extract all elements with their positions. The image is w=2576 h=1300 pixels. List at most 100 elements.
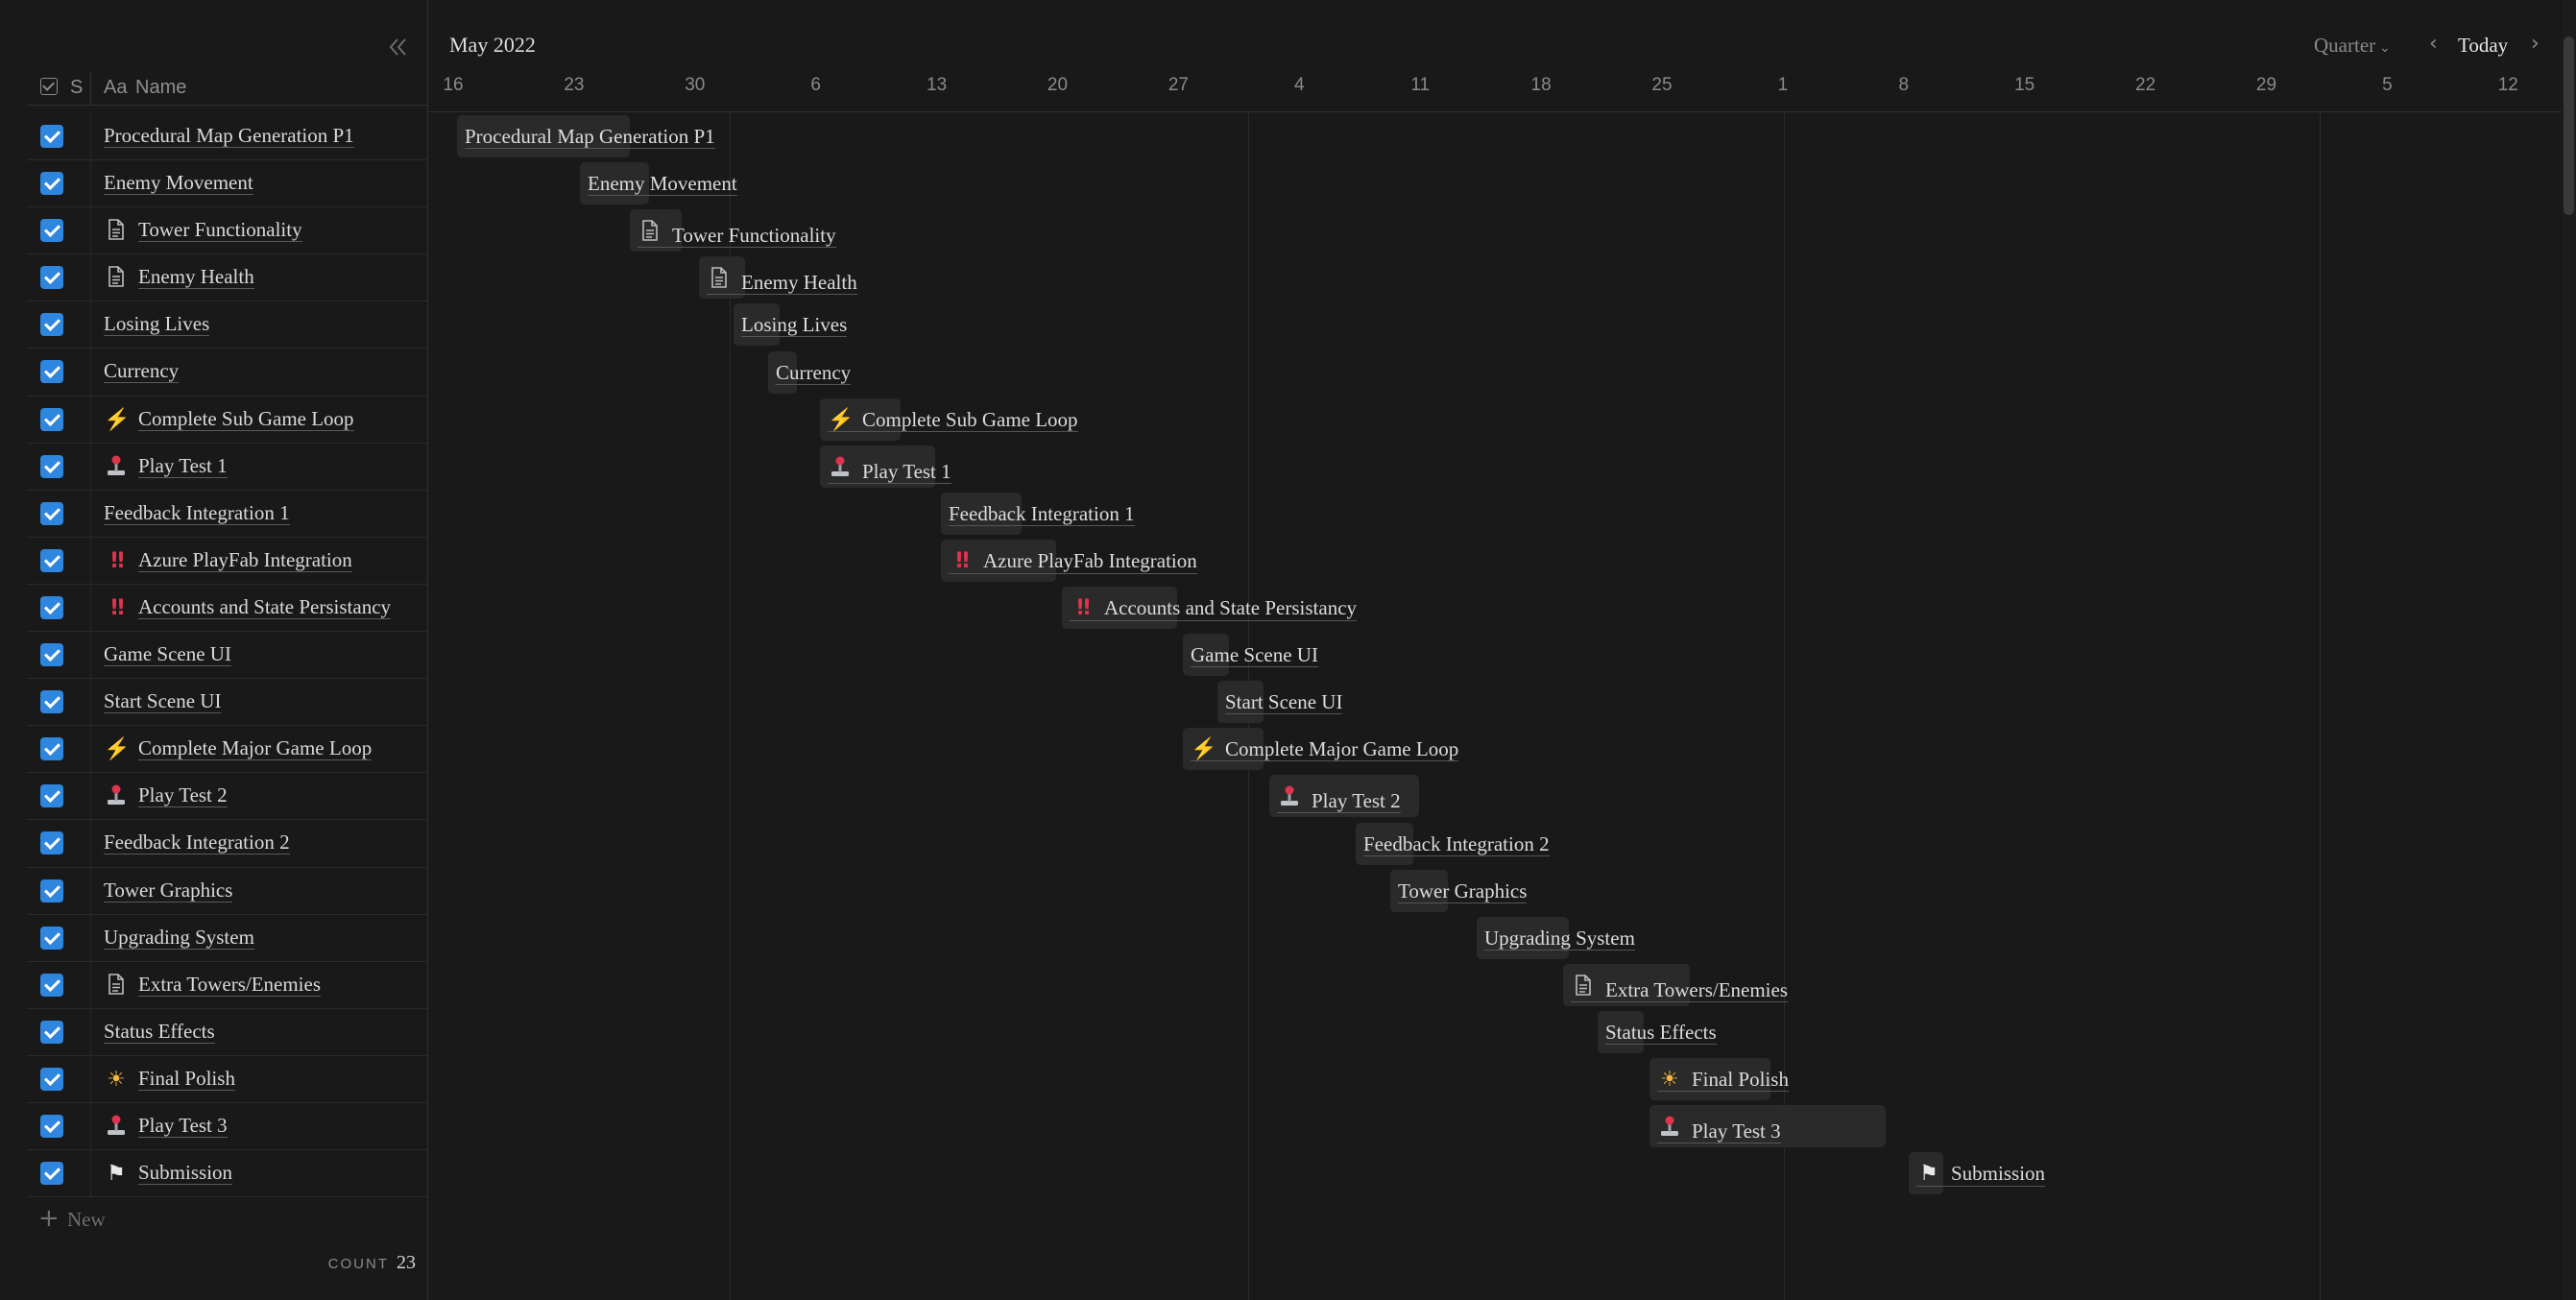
task-name[interactable]: Extra Towers/Enemies	[138, 972, 322, 997]
task-name[interactable]: Currency	[104, 359, 180, 384]
scrollbar-track[interactable]	[2562, 0, 2576, 1300]
timeline-bar-label[interactable]: !!Accounts and State Persistancy	[1070, 596, 1358, 621]
done-checkbox[interactable]	[40, 831, 63, 855]
status-column-header[interactable]: S	[70, 77, 84, 98]
task-name[interactable]: Status Effects	[104, 1019, 215, 1044]
timeline-bar[interactable]	[1390, 869, 1448, 912]
task-name[interactable]: Submission	[138, 1161, 233, 1186]
timeline-bar[interactable]	[768, 350, 797, 394]
timeline-bar[interactable]	[1909, 1152, 1943, 1195]
table-row[interactable]: Status Effects	[27, 1008, 427, 1056]
done-checkbox[interactable]	[40, 595, 63, 619]
task-name[interactable]: Losing Lives	[104, 312, 210, 337]
timeline-bar[interactable]	[1183, 634, 1229, 677]
table-row[interactable]: Feedback Integration 2	[27, 820, 427, 868]
new-row-button[interactable]: +New	[38, 1204, 106, 1233]
table-row[interactable]: !!Azure PlayFab Integration	[27, 537, 427, 585]
table-row[interactable]: Play Test 1	[27, 443, 427, 491]
done-checkbox[interactable]	[40, 172, 63, 196]
timeline-bar-label[interactable]: Play Test 3	[1657, 1115, 1781, 1144]
done-checkbox[interactable]	[40, 737, 63, 761]
timeline-bar[interactable]	[1062, 587, 1177, 629]
task-name[interactable]: Enemy Movement	[104, 171, 253, 196]
table-row[interactable]: Feedback Integration 1	[27, 490, 427, 538]
done-checkbox[interactable]	[40, 360, 63, 384]
task-name[interactable]: Accounts and State Persistancy	[138, 594, 392, 619]
timeline-bar-label[interactable]: Procedural Map Generation P1	[465, 125, 715, 149]
done-checkbox[interactable]	[40, 1114, 63, 1138]
done-checkbox[interactable]	[40, 1162, 63, 1186]
table-row[interactable]: Upgrading System	[27, 914, 427, 962]
timeline-bar-label[interactable]: ⚡Complete Sub Game Loop	[828, 407, 1078, 432]
table-row[interactable]: Tower Functionality	[27, 207, 427, 255]
done-checkbox[interactable]	[40, 1067, 63, 1091]
timeline-bar-label[interactable]: Extra Towers/Enemies	[1571, 974, 1789, 1002]
timeline-bar-label[interactable]: Status Effects	[1605, 1021, 1717, 1045]
timeline-bar[interactable]	[1477, 916, 1569, 959]
timeline-bar-label[interactable]: ⚑Submission	[1916, 1162, 2046, 1188]
done-checkbox[interactable]	[40, 690, 63, 714]
collapse-sidebar-icon[interactable]	[384, 34, 411, 60]
table-row[interactable]: Currency	[27, 349, 427, 397]
view-range-dropdown[interactable]: Quarter⌄	[2314, 34, 2391, 58]
table-row[interactable]: Game Scene UI	[27, 632, 427, 680]
timeline-bar[interactable]	[1269, 775, 1419, 818]
timeline-bar-label[interactable]: Enemy Movement	[588, 172, 737, 197]
timeline-bar[interactable]	[1598, 1010, 1644, 1053]
timeline-bar[interactable]	[1649, 1058, 1770, 1100]
table-row[interactable]: ⚡Complete Sub Game Loop	[27, 396, 427, 444]
done-checkbox[interactable]	[40, 266, 63, 290]
done-checkbox[interactable]	[40, 501, 63, 525]
task-name[interactable]: Complete Sub Game Loop	[138, 406, 354, 431]
timeline-bar[interactable]	[1183, 728, 1264, 771]
chevron-right-icon[interactable]: ›	[2531, 32, 2540, 56]
table-row[interactable]: ☀Final Polish	[27, 1055, 427, 1103]
table-row[interactable]: Enemy Health	[27, 254, 427, 302]
timeline-bar[interactable]	[580, 162, 649, 205]
table-row[interactable]: Procedural Map Generation P1	[27, 113, 427, 161]
timeline-bar-label[interactable]: Game Scene UI	[1191, 643, 1318, 668]
done-checkbox[interactable]	[40, 1020, 63, 1044]
timeline-bar[interactable]	[1217, 681, 1264, 724]
task-name[interactable]: Final Polish	[138, 1066, 235, 1091]
timeline-bar-label[interactable]: Losing Lives	[741, 313, 848, 338]
done-checkbox[interactable]	[40, 407, 63, 431]
timeline-bar-label[interactable]: Play Test 1	[828, 455, 951, 484]
task-name[interactable]: Play Test 3	[138, 1113, 228, 1138]
task-name[interactable]: Azure PlayFab Integration	[138, 547, 352, 572]
done-checkbox[interactable]	[40, 219, 63, 243]
task-name[interactable]: Start Scene UI	[104, 689, 222, 714]
timeline-bar-label[interactable]: Feedback Integration 2	[1363, 832, 1550, 856]
timeline-bar-label[interactable]: Start Scene UI	[1225, 690, 1343, 715]
timeline-bar-label[interactable]: Upgrading System	[1484, 927, 1635, 951]
timeline-bar-label[interactable]: Feedback Integration 1	[949, 502, 1135, 526]
timeline-bar-label[interactable]: Enemy Health	[707, 266, 857, 296]
timeline-bar-label[interactable]: Currency	[776, 361, 852, 385]
done-checkbox[interactable]	[40, 643, 63, 667]
task-name[interactable]: Play Test 2	[138, 783, 228, 808]
done-checkbox[interactable]	[40, 454, 63, 478]
timeline-bar[interactable]	[820, 397, 901, 441]
task-name[interactable]: Play Test 1	[138, 453, 228, 478]
task-name[interactable]: Complete Major Game Loop	[138, 736, 373, 761]
task-name[interactable]: Feedback Integration 2	[104, 831, 290, 855]
timeline-bar-label[interactable]: Play Test 2	[1277, 784, 1401, 814]
task-name[interactable]: Enemy Health	[138, 265, 254, 290]
timeline-bar[interactable]	[941, 539, 1056, 582]
timeline-bar[interactable]	[1649, 1105, 1886, 1148]
done-checkbox[interactable]	[40, 548, 63, 572]
timeline-bar-label[interactable]: ☀Final Polish	[1657, 1068, 1789, 1092]
table-row[interactable]: ⚑Submission	[27, 1150, 427, 1198]
timeline-bar[interactable]	[734, 303, 780, 347]
table-row[interactable]: Extra Towers/Enemies	[27, 961, 427, 1009]
timeline-bar-label[interactable]: Tower Graphics	[1398, 879, 1528, 903]
timeline-bar[interactable]	[1356, 822, 1413, 865]
done-checkbox[interactable]	[40, 879, 63, 903]
today-button[interactable]: Today	[2458, 34, 2509, 57]
table-row[interactable]: Play Test 2	[27, 773, 427, 821]
chevron-left-icon[interactable]: ‹	[2429, 32, 2438, 56]
done-checkbox[interactable]	[40, 973, 63, 997]
name-column-header[interactable]: Name	[135, 77, 187, 98]
timeline-bar-label[interactable]: ⚡Complete Major Game Loop	[1191, 737, 1459, 762]
timeline-bar[interactable]	[941, 492, 1022, 535]
